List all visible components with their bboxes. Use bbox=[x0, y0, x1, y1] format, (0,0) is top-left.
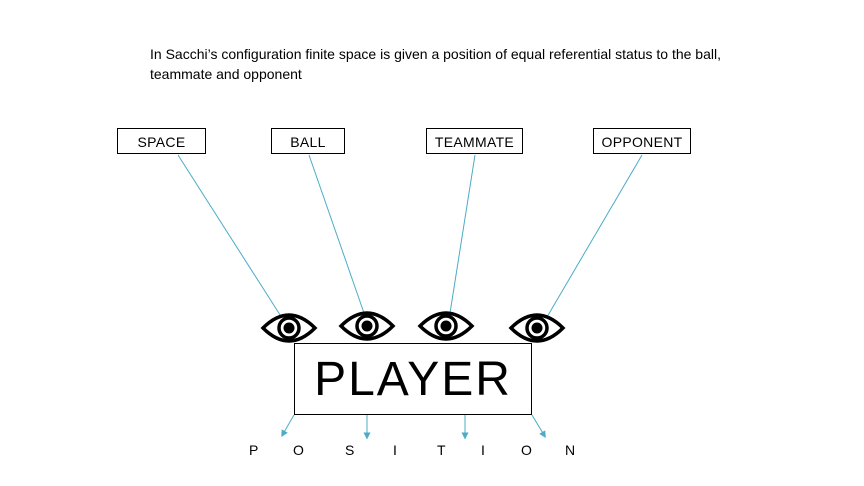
space-connector bbox=[177, 154, 283, 319]
arrow-icon bbox=[281, 414, 295, 438]
player-box: PLAYER bbox=[294, 343, 532, 415]
caption-text: In Sacchi’s configuration finite space i… bbox=[150, 46, 721, 82]
eye-icon bbox=[417, 311, 475, 341]
arrow-icon bbox=[531, 414, 546, 439]
position-letter: O bbox=[293, 442, 304, 458]
position-letter: N bbox=[565, 442, 576, 458]
position-letter: I bbox=[481, 442, 485, 458]
position-letter: S bbox=[345, 442, 355, 458]
position-letter: P bbox=[249, 442, 259, 458]
opponent-connector bbox=[546, 154, 643, 318]
position-letter: T bbox=[437, 442, 446, 458]
opponent-label-box: OPPONENT bbox=[593, 128, 691, 154]
teammate-connector bbox=[449, 154, 476, 314]
eye-icon bbox=[338, 311, 396, 341]
eye-icon bbox=[508, 313, 566, 343]
position-letter: O bbox=[521, 442, 532, 458]
ball-connector bbox=[308, 154, 365, 314]
eye-icon bbox=[260, 313, 318, 343]
position-letter: I bbox=[393, 442, 397, 458]
space-label-box: SPACE bbox=[117, 128, 206, 154]
teammate-label-box: TEAMMATE bbox=[426, 128, 523, 154]
ball-label-box: BALL bbox=[271, 128, 345, 154]
